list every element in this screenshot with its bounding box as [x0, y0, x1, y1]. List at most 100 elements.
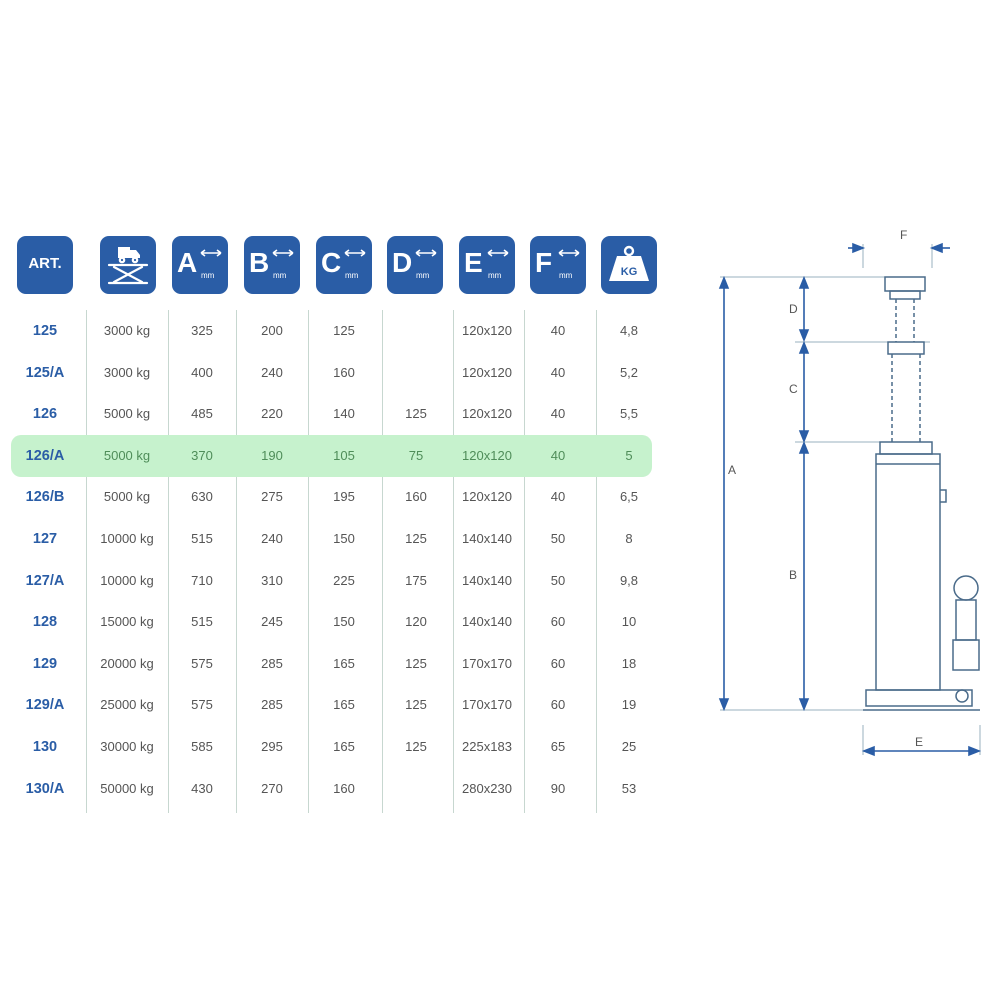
cell-c: 140 [333, 406, 355, 422]
weight-kg-label: KG [621, 266, 638, 278]
cell-c: 150 [333, 531, 355, 546]
cell-art: 129 [32, 655, 58, 672]
header-art-label: ART. [28, 255, 62, 272]
cell-kg: 9,8 [619, 572, 639, 588]
column-divider [596, 310, 597, 813]
cell-c: 165 [333, 739, 355, 754]
cell-a: 430 [191, 780, 213, 796]
cell-capacity: 3000 kg [103, 364, 151, 380]
cell-c: 105 [333, 447, 355, 463]
header-a-unit: mm [201, 271, 215, 280]
cell-kg: 4,8 [619, 323, 639, 338]
cell-kg: 8 [625, 531, 633, 546]
cell-capacity: 5000 kg [103, 447, 151, 463]
cell-d: 160 [405, 489, 427, 505]
header-f-unit: mm [559, 271, 573, 280]
double-arrow-icon [487, 249, 509, 257]
cell-f: 40 [550, 323, 566, 338]
bottle-jack-diagram: A B C D E F [700, 220, 1000, 780]
header-weight: KG [601, 236, 657, 294]
cell-f: 65 [550, 739, 566, 754]
cell-f: 40 [550, 364, 566, 380]
double-arrow-icon [272, 249, 294, 257]
cell-capacity: 20000 kg [100, 655, 154, 671]
cell-f: 40 [550, 489, 566, 505]
cell-a: 485 [191, 406, 213, 422]
cell-capacity: 5000 kg [103, 406, 151, 422]
cell-a: 575 [191, 697, 213, 713]
cell-f: 90 [550, 780, 566, 796]
cell-c: 165 [333, 655, 355, 671]
header-c: C mm [316, 236, 372, 294]
dimension-label-c: C [789, 382, 798, 396]
cell-b: 275 [261, 489, 283, 505]
cell-c: 225 [333, 572, 355, 588]
cell-art: 130/A [25, 780, 65, 797]
cell-kg: 53 [621, 780, 637, 796]
cell-art: 128 [32, 614, 58, 631]
cell-art: 126/A [25, 447, 65, 464]
cell-c: 150 [333, 614, 355, 630]
cell-kg: 5,5 [619, 406, 639, 422]
cell-e: 140x140 [462, 614, 512, 630]
cell-d: 75 [408, 447, 424, 463]
header-f-letter: F [535, 247, 553, 278]
cell-a: 515 [191, 614, 213, 630]
cell-kg: 6,5 [619, 489, 639, 505]
header-b-unit: mm [273, 271, 287, 280]
cell-d [381, 768, 451, 810]
cell-e: 120x120 [462, 364, 512, 380]
dimension-label-b: B [789, 568, 798, 582]
cell-e: 120x120 [462, 406, 512, 422]
header-capacity [100, 236, 156, 294]
cell-capacity: 30000 kg [100, 739, 154, 754]
cell-f: 60 [550, 614, 566, 630]
cell-b: 245 [261, 614, 283, 630]
column-divider [236, 310, 237, 813]
cell-b: 310 [261, 572, 283, 588]
table-header: ART. A mm B [10, 236, 660, 296]
cell-kg: 19 [621, 697, 637, 713]
cell-a: 400 [191, 364, 213, 380]
column-divider [86, 310, 87, 813]
cell-art: 125/A [25, 364, 65, 381]
cell-e: 120x120 [462, 447, 512, 463]
cell-e: 170x170 [462, 697, 512, 713]
header-c-letter: C [321, 247, 342, 278]
cell-capacity: 15000 kg [100, 614, 154, 630]
header-b: B mm [244, 236, 300, 294]
header-e-letter: E [464, 247, 483, 278]
cell-b: 295 [261, 739, 283, 754]
cell-e: 170x170 [462, 655, 512, 671]
column-divider [308, 310, 309, 813]
cell-f: 40 [550, 447, 566, 463]
cell-a: 585 [191, 739, 213, 754]
header-f: F mm [530, 236, 586, 294]
dimension-label-e: E [915, 735, 924, 749]
double-arrow-icon [558, 249, 580, 257]
cell-a: 710 [191, 572, 213, 588]
cell-capacity: 3000 kg [103, 323, 151, 338]
column-divider [382, 310, 383, 813]
cell-c: 165 [333, 697, 355, 713]
cell-kg: 5 [625, 447, 633, 463]
cell-a: 325 [191, 323, 213, 338]
cell-a: 630 [191, 489, 213, 505]
cell-art: 130 [32, 739, 58, 755]
header-e: E mm [459, 236, 515, 294]
column-divider [168, 310, 169, 813]
cell-d: 125 [405, 739, 427, 754]
cell-kg: 10 [621, 614, 637, 630]
cell-d: 125 [405, 406, 427, 422]
cell-art: 127/A [25, 572, 65, 589]
cell-kg: 18 [621, 655, 637, 671]
header-d-unit: mm [416, 271, 430, 280]
